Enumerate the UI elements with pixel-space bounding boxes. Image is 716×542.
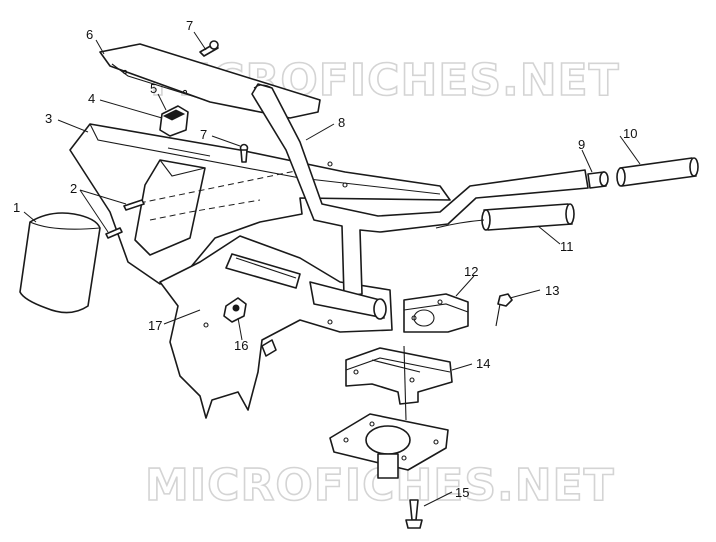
part-16-bushing [223,297,247,323]
part-14-lower-clamp [345,347,453,405]
part-13-nut [495,293,513,327]
part-3-headlight-pod [69,123,451,285]
callout-10: 10 [623,126,637,141]
callout-11: 11 [560,239,574,254]
part-12-upper-clamp [403,293,469,333]
part-9-bar-end [587,171,609,189]
steering-column-plate [329,345,449,479]
part-15-bolt [405,499,423,529]
part-2-screws [105,199,145,239]
part-1-lamp-housing [19,212,101,314]
callout-12: 12 [464,264,478,279]
leader-lines [23,31,641,507]
callout-7-top: 7 [186,18,193,33]
callout-3: 3 [45,111,52,126]
callout-8: 8 [338,115,345,130]
callout-6: 6 [86,27,93,42]
callout-14: 14 [476,356,490,371]
callout-1: 1 [13,200,20,215]
callout-15: 15 [455,485,469,500]
callout-4: 4 [88,91,95,106]
callout-2: 2 [70,181,77,196]
part-8-handlebar [251,83,589,320]
callout-13: 13 [545,283,559,298]
part-17-lower-panel [159,235,393,419]
callout-17: 17 [148,318,162,333]
callout-labels: 1 2 3 4 5 6 7 7 8 9 10 11 12 13 14 15 16… [13,18,637,500]
part-10-grip [616,157,699,187]
callout-9: 9 [578,137,585,152]
callout-5: 5 [150,81,157,96]
part-7-screw-top [199,40,219,57]
part-7-screw-middle [239,143,249,163]
callout-16: 16 [234,338,248,353]
callout-7-middle: 7 [200,127,207,142]
part-5-switch [159,105,189,137]
part-11-heated-grip [435,203,575,231]
